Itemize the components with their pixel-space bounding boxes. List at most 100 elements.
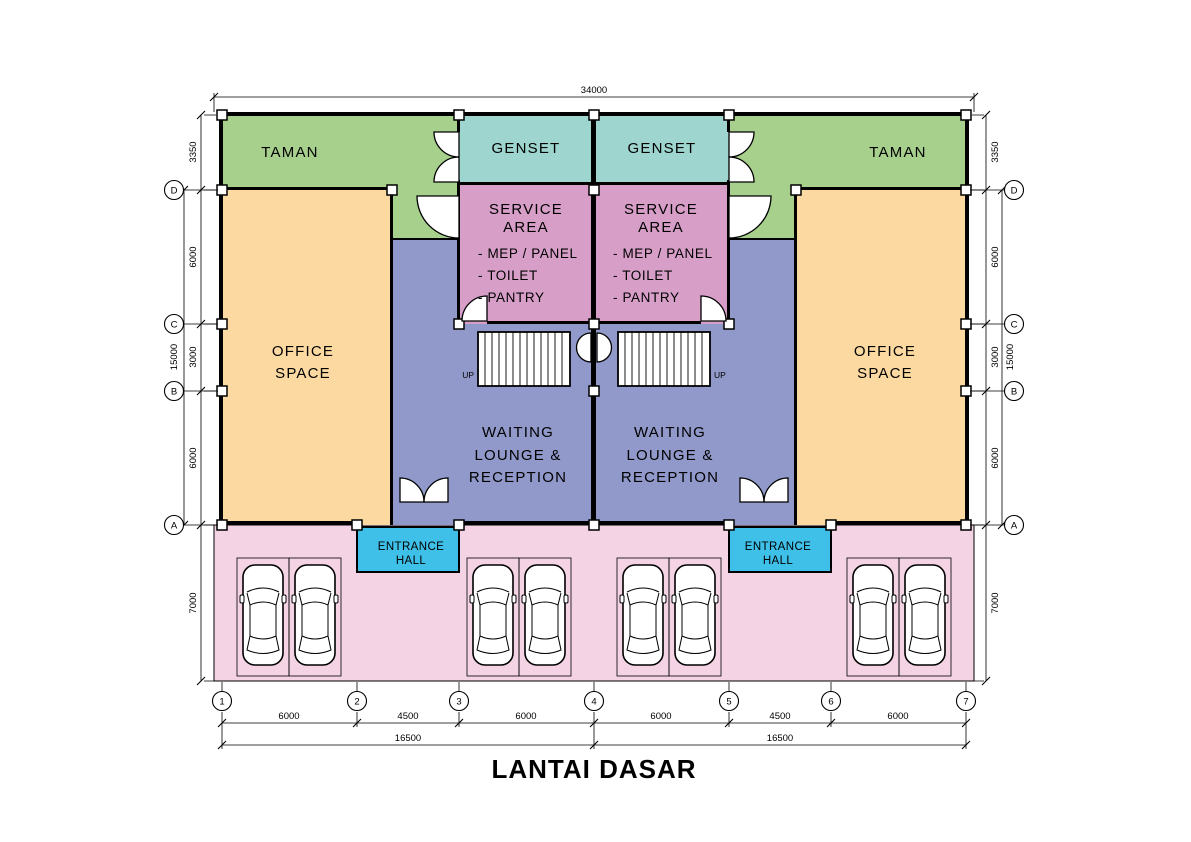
dim-right-overall: 15000: [1005, 344, 1016, 370]
grid-col-label: 1: [219, 697, 224, 708]
label-entrance-left: ENTRANCE: [378, 541, 444, 553]
label-service-left: AREA: [503, 219, 549, 236]
room-entrance-right: [728, 526, 832, 573]
dim-bottom: 6000: [887, 711, 908, 722]
dim-left: 3000: [188, 346, 199, 367]
dim-left-overall: 15000: [169, 344, 180, 370]
stair-landing-arc: [575, 332, 592, 363]
dim-bottom: 6000: [278, 711, 299, 722]
room-labels: TAMAN TAMAN GENSET GENSET SERVICE AREA -…: [261, 140, 925, 567]
grid-col-label: 2: [354, 697, 359, 708]
grid-col-label: 5: [726, 697, 731, 708]
door-arc: [728, 195, 772, 239]
grid-col-label: 4: [591, 697, 596, 708]
label-service-item: - MEP / PANEL: [478, 246, 578, 261]
label-entrance-left: HALL: [396, 555, 427, 567]
dim-right: 6000: [990, 447, 1001, 468]
grid-row-label: A: [171, 521, 178, 532]
up-label-left: UP: [462, 370, 474, 380]
dim-left: 7000: [188, 592, 199, 613]
label-office-right: SPACE: [857, 365, 913, 382]
dim-bottom-overall: 16500: [395, 733, 421, 744]
parking-bay: [518, 557, 572, 677]
car-icon: [849, 564, 897, 666]
door-arc: [433, 156, 460, 183]
dim-bottom: 4500: [397, 711, 418, 722]
car-icon: [291, 564, 339, 666]
room-genset-right: [594, 115, 729, 185]
grid-row-label: B: [171, 387, 177, 398]
label-waiting-right: LOUNGE &: [626, 447, 713, 464]
dim-bottom: 6000: [515, 711, 536, 722]
grid-row-label: D: [1011, 186, 1018, 197]
dim-left: 6000: [188, 447, 199, 468]
label-service-item: - PANTRY: [613, 290, 680, 305]
label-service-item: - TOILET: [478, 268, 538, 283]
door-arc: [416, 195, 460, 239]
grid-col-label: 3: [456, 697, 461, 708]
dim-bottom: 4500: [769, 711, 790, 722]
label-genset-right: GENSET: [628, 140, 697, 157]
door-arc: [700, 295, 727, 322]
grid-col-label: 7: [963, 697, 968, 708]
door-arc: [423, 477, 449, 503]
rooms: [213, 115, 975, 682]
label-office-left: OFFICE: [272, 343, 334, 360]
dim-left: 6000: [188, 246, 199, 267]
grid-row-label: D: [171, 186, 178, 197]
car-icon: [521, 564, 569, 666]
dimension-labels: 34000 3350 6000 3000 6000 7000 15000 335…: [169, 85, 1016, 744]
room-genset-left: [459, 115, 594, 185]
label-entrance-right: ENTRANCE: [745, 541, 811, 553]
grid-row-label: C: [1011, 320, 1018, 331]
parking-bays: [236, 557, 952, 677]
label-service-left: SERVICE: [489, 201, 563, 218]
dim-right: 3000: [990, 346, 1001, 367]
label-entrance-right: HALL: [763, 555, 794, 567]
room-office-left: [222, 190, 392, 525]
up-label-right: UP: [714, 370, 726, 380]
label-office-left: SPACE: [275, 365, 331, 382]
grid-row-label: B: [1011, 387, 1017, 398]
parking-bay: [668, 557, 722, 677]
label-office-right: OFFICE: [854, 343, 916, 360]
dim-bottom-overall: 16500: [767, 733, 793, 744]
stairs: UP UP: [462, 331, 726, 387]
label-service-item: - PANTRY: [478, 290, 545, 305]
label-waiting-right: WAITING: [634, 424, 706, 441]
label-service-item: - TOILET: [613, 268, 673, 283]
door-arc: [461, 295, 488, 322]
car-icon: [671, 564, 719, 666]
car-icon: [469, 564, 517, 666]
dim-right: 6000: [990, 246, 1001, 267]
parking-bay: [898, 557, 952, 677]
label-service-item: - MEP / PANEL: [613, 246, 713, 261]
label-taman-left: TAMAN: [261, 144, 318, 161]
room-taman-left: [222, 115, 459, 190]
label-waiting-left: LOUNGE &: [474, 447, 561, 464]
door-arc: [763, 477, 789, 503]
label-waiting-left: RECEPTION: [469, 469, 567, 486]
car-icon: [901, 564, 949, 666]
stair-treads: [484, 332, 563, 386]
door-arc: [728, 156, 755, 183]
grid-row-label: A: [1011, 521, 1018, 532]
grid-bubbles: D C B A D C B A 1 2 3 4 5 6 7: [163, 179, 1025, 712]
label-waiting-left: WAITING: [482, 424, 554, 441]
label-genset-left: GENSET: [492, 140, 561, 157]
car-icon: [619, 564, 667, 666]
label-service-right: AREA: [638, 219, 684, 236]
label-service-right: SERVICE: [624, 201, 698, 218]
stair-landing-arc: [596, 332, 613, 363]
dim-overall-width: 34000: [581, 85, 607, 96]
page-title: LANTAI DASAR: [491, 754, 696, 784]
dim-left: 3350: [188, 141, 199, 162]
room-office-right: [796, 190, 966, 525]
room-taman-right: [729, 115, 966, 190]
doors: [399, 131, 789, 503]
grid-col-label: 6: [828, 697, 833, 708]
car-icon: [239, 564, 287, 666]
column-markers: [216, 109, 972, 531]
